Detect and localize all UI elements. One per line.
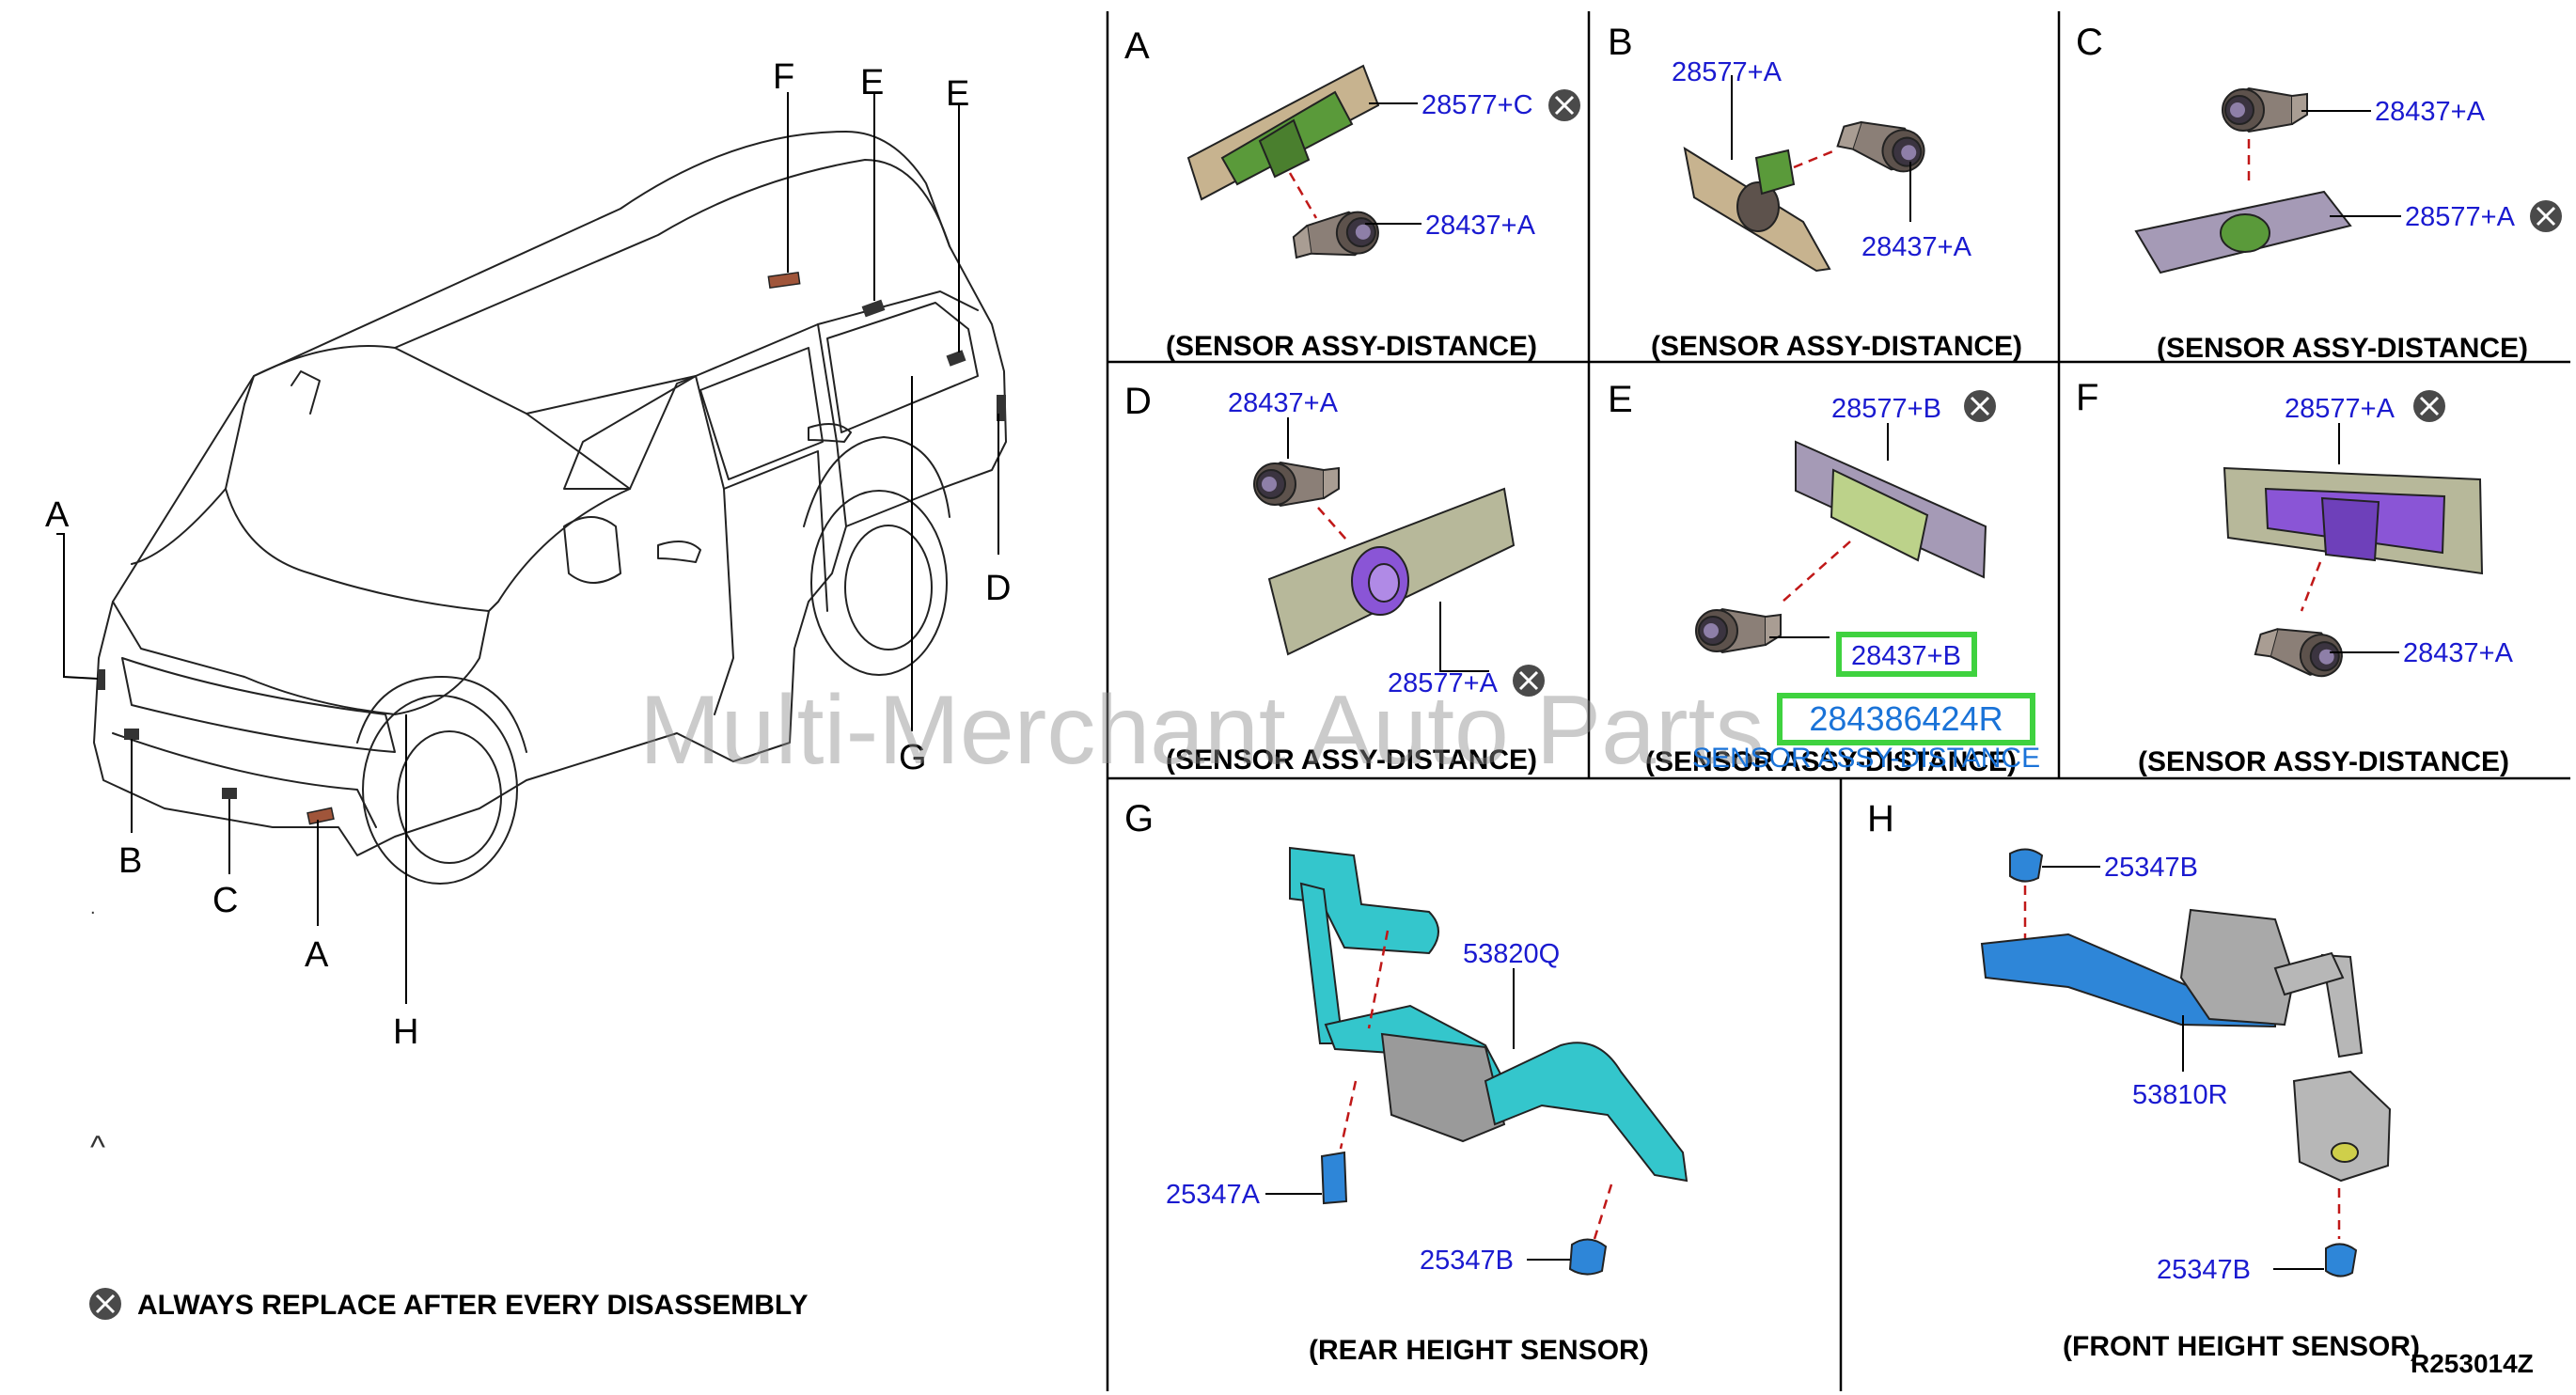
panel-g-part-3: 25347B <box>1420 1246 1514 1276</box>
location-label-a-side: A <box>305 935 329 975</box>
panel-c-part-1: 28437+A <box>2375 97 2486 127</box>
panel-a-part-1: 28577+C <box>1422 90 1533 120</box>
panel-f-caption: (SENSOR ASSY-DISTANCE) <box>2138 746 2509 777</box>
panel-a-letter: A <box>1124 25 1150 67</box>
panel-c-replace-icon <box>2528 198 2564 234</box>
panel-h-part-1: 25347B <box>2104 853 2198 883</box>
panel-e-caption: (SENSOR ASSY-DISTANCE) <box>1645 746 2017 777</box>
panel-b-part-2: 28437+A <box>1861 232 1972 262</box>
dot-mark: . <box>90 898 96 918</box>
panel-h-caption: (FRONT HEIGHT SENSOR) <box>2063 1331 2420 1362</box>
highlight-overlay-caption: SENSOR ASSY-DISTANCE <box>1692 743 2041 774</box>
panel-g: G 53820Q 25347A 25347B (REAR HEIGHT SENS… <box>1124 798 1689 1366</box>
panel-b-part-1: 28577+A <box>1672 57 1783 87</box>
diagram-code: R253014Z <box>2411 1349 2534 1378</box>
panel-g-part-2: 25347A <box>1166 1180 1261 1210</box>
panel-b-letter: B <box>1608 22 1633 63</box>
panel-g-caption: (REAR HEIGHT SENSOR) <box>1309 1335 1649 1366</box>
panel-h: H 25347B 53810R 25347B (FRONT HEIGHT SEN… <box>1867 798 2420 1362</box>
panel-a-replace-icon <box>1547 87 1582 123</box>
highlighted-part-box[interactable]: 28437+B <box>1836 632 1977 677</box>
highlighted-part-number[interactable]: 284386424R <box>1777 693 2035 745</box>
panel-e-replace-icon <box>1962 388 1998 424</box>
panel-f-part-1: 28577+A <box>2285 394 2395 424</box>
location-label-b: B <box>118 841 142 881</box>
panel-b-caption: (SENSOR ASSY-DISTANCE) <box>1651 331 2022 362</box>
location-label-d: D <box>985 569 1011 608</box>
panel-a: A 28577+C 28437+A (SENSOR ASSY-DISTANCE) <box>1124 25 1582 362</box>
panel-f: F 28577+A 28437+A (SENSOR ASSY-DISTANCE) <box>2076 377 2514 777</box>
panel-f-part-2: 28437+A <box>2403 638 2514 668</box>
panel-e-letter: E <box>1608 379 1633 420</box>
panel-d-caption: (SENSOR ASSY-DISTANCE) <box>1166 745 1537 776</box>
location-label-c: C <box>212 881 238 920</box>
panel-f-letter: F <box>2076 377 2098 418</box>
panel-g-letter: G <box>1124 798 1154 839</box>
caret-mark: ^ <box>90 1130 105 1166</box>
panel-d-replace-icon <box>1511 663 1547 698</box>
panel-g-part-1: 53820Q <box>1463 939 1560 969</box>
panel-h-part-2: 53810R <box>2132 1080 2228 1110</box>
panel-d-letter: D <box>1124 381 1152 422</box>
panel-a-part-2: 28437+A <box>1425 211 1536 241</box>
panel-h-letter: H <box>1867 798 1894 839</box>
panel-e: E 28577+B (SENSOR ASSY-DISTANCE) <box>1608 379 2017 777</box>
panel-b: B 28577+A 28437+A (SENSOR ASSY-DISTANCE) <box>1608 22 2022 362</box>
location-label-f: F <box>773 57 794 97</box>
panel-e-part-2: 28437+B <box>1851 641 1961 671</box>
panel-h-part-3: 25347B <box>2157 1255 2251 1285</box>
panel-grid <box>1106 11 2570 1391</box>
panel-c: C 28437+A 28577+A (SENSOR ASSY-DISTANCE) <box>2076 22 2564 364</box>
replace-mark-icon <box>87 1286 123 1322</box>
panel-d: D 28437+A 28577+A (SENSOR ASSY-DISTANCE) <box>1124 381 1547 776</box>
panel-a-caption: (SENSOR ASSY-DISTANCE) <box>1166 331 1537 362</box>
panel-f-replace-icon <box>2411 388 2447 424</box>
vehicle-illustration: F E E A D G B C A H ^ . <box>45 57 1011 1166</box>
location-label-e-1: E <box>860 63 884 102</box>
legend: ALWAYS REPLACE AFTER EVERY DISASSEMBLY <box>87 1286 808 1322</box>
location-label-g: G <box>899 738 927 777</box>
location-label-e-2: E <box>946 74 969 114</box>
location-label-h: H <box>393 1012 418 1052</box>
panel-c-caption: (SENSOR ASSY-DISTANCE) <box>2157 333 2528 364</box>
panel-c-letter: C <box>2076 22 2103 63</box>
legend-text: ALWAYS REPLACE AFTER EVERY DISASSEMBLY <box>137 1290 808 1321</box>
panel-c-part-2: 28577+A <box>2405 202 2516 232</box>
panel-d-part-2: 28577+A <box>1388 668 1499 698</box>
panel-d-part-1: 28437+A <box>1228 388 1339 418</box>
panel-e-part-1: 28577+B <box>1831 394 1941 424</box>
location-label-a-front: A <box>45 495 70 535</box>
